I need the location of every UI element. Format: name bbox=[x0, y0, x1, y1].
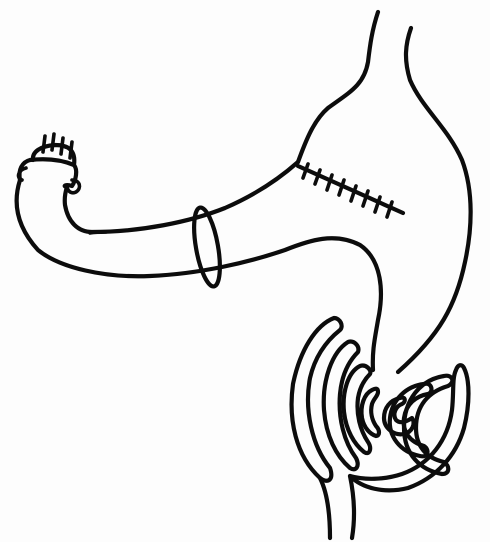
cap-staple-1 bbox=[43, 136, 45, 152]
stapled-end-cap bbox=[19, 159, 76, 187]
staple-line-seam bbox=[298, 166, 403, 213]
cap-staple-2 bbox=[52, 134, 54, 150]
esophagus bbox=[298, 12, 471, 372]
tube-inner-stroke bbox=[90, 232, 106, 233]
seam-staple-1 bbox=[303, 164, 308, 178]
tube-upper-wall bbox=[65, 162, 298, 232]
ring-band bbox=[189, 206, 225, 289]
fold-outer-left bbox=[292, 318, 342, 481]
cap-staple-3 bbox=[61, 138, 63, 154]
fold-center-small bbox=[361, 389, 379, 436]
fold-left-2 bbox=[324, 342, 359, 470]
esophagus-left-wall bbox=[298, 12, 378, 162]
pylorus-left-wall bbox=[320, 478, 330, 538]
seam-staple-4 bbox=[339, 180, 344, 195]
stapled-end-left-lip bbox=[19, 168, 26, 180]
staple-line bbox=[298, 164, 403, 217]
mucosal-folds bbox=[292, 318, 469, 538]
ring-band-loop bbox=[189, 206, 225, 289]
pylorus-right-wall bbox=[350, 476, 354, 538]
esophagus-right-wall bbox=[398, 28, 471, 372]
stapled-end bbox=[19, 134, 80, 193]
cap-staple-4 bbox=[70, 142, 72, 158]
